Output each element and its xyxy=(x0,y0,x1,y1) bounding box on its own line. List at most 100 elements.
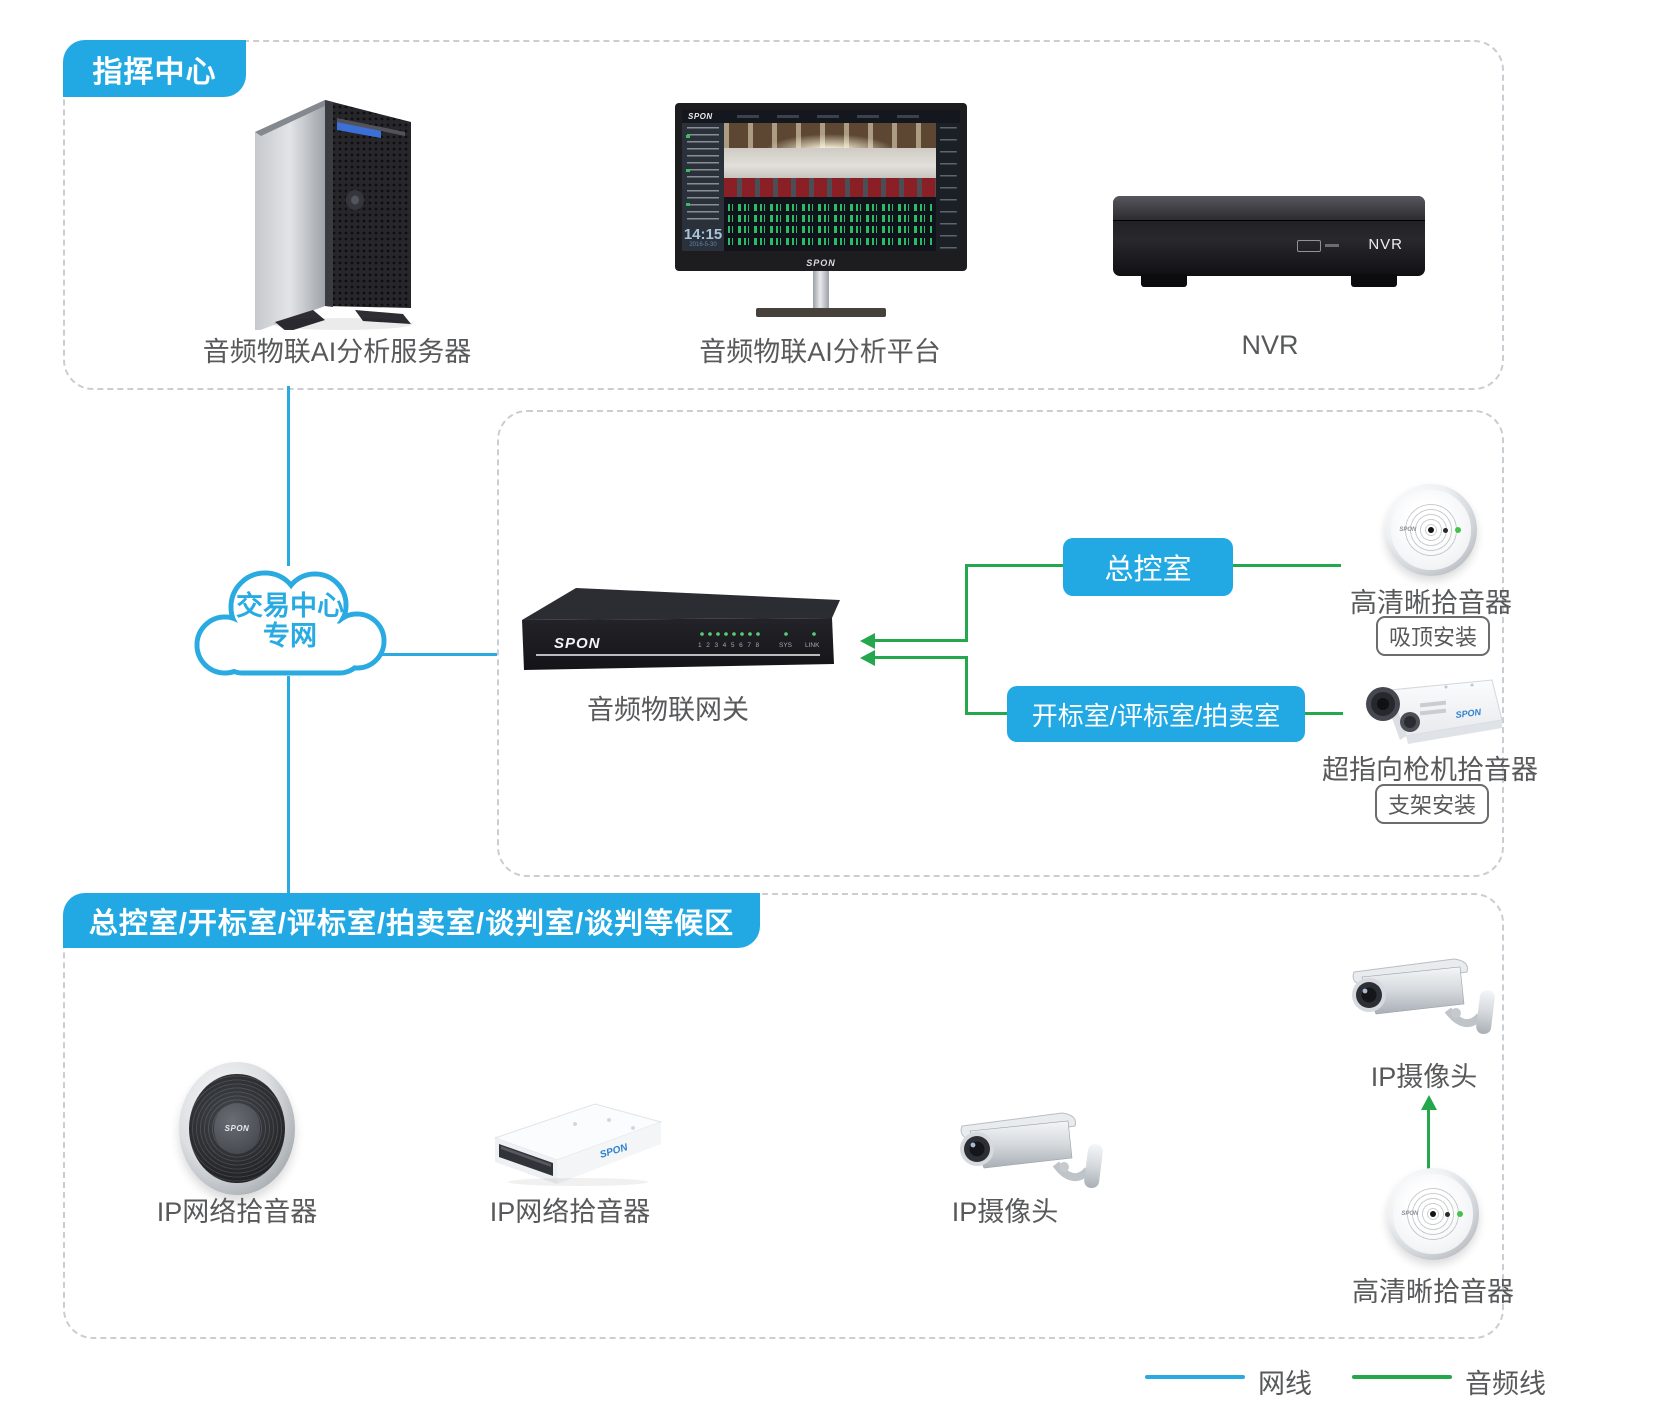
waveform-row xyxy=(728,226,932,234)
ceiling-mic-brand: SPON xyxy=(1399,526,1417,533)
nvr-foot xyxy=(1141,274,1187,287)
audio-line-1c xyxy=(968,564,1063,567)
audio-arrow-to-gateway-1 xyxy=(860,633,875,649)
gateway-sys-label: SYS xyxy=(779,642,793,649)
audio-line-1a xyxy=(874,639,967,642)
gun-mic-brand: SPON xyxy=(1455,707,1482,720)
gateway-label: 音频物联网关 xyxy=(587,695,749,725)
audio-gateway-image: SPON 1 2 3 4 5 6 7 8 SYS LINK xyxy=(522,588,840,670)
nvr-device-image: NVR xyxy=(1113,196,1425,287)
legend-network-line xyxy=(1145,1375,1245,1379)
mic-hole xyxy=(1442,527,1448,533)
ceiling-mic-face: SPON xyxy=(1393,1174,1473,1254)
gateway-brand: SPON xyxy=(554,635,601,652)
monitor-video-feed xyxy=(724,123,936,198)
room-box-bid-rooms: 开标室/评标室/拍卖室 xyxy=(1007,686,1305,742)
nvr-usb-label xyxy=(1325,244,1339,247)
audio-waveform-panel xyxy=(724,197,936,251)
monitor-bezel-logo: SPON xyxy=(806,258,836,268)
waveform-row xyxy=(728,214,932,222)
network-line-bottom xyxy=(287,676,290,893)
cloud-text-line1: 交易中心 xyxy=(236,591,344,621)
room-box-master-control: 总控室 xyxy=(1063,538,1233,596)
video-turnstiles xyxy=(724,177,936,198)
gateway-led-numbers: 1 2 3 4 5 6 7 8 xyxy=(698,642,761,649)
audio-line-1b xyxy=(965,564,968,642)
audio-arrow-up xyxy=(1421,1095,1437,1110)
mic-status-led xyxy=(1454,526,1461,533)
round-mic-brand: SPON xyxy=(224,1123,250,1133)
monitor-right-panel xyxy=(936,123,960,251)
gun-mic-image: SPON xyxy=(1366,679,1503,744)
monitor-device-tree: 14:15 2016-5-30 xyxy=(682,123,724,251)
gun-mic-label: 超指向枪机拾音器 xyxy=(1322,755,1538,785)
monitor-clock: 14:15 xyxy=(683,226,723,243)
monitor-menu-items xyxy=(736,115,930,118)
gateway-section xyxy=(497,410,1504,877)
nvr-foot xyxy=(1351,274,1397,287)
audio-line-1d xyxy=(1233,564,1341,567)
audio-line-vertical xyxy=(1427,1108,1430,1170)
waveform-row xyxy=(728,203,932,211)
video-ceiling xyxy=(724,123,936,149)
nvr-usb-port xyxy=(1297,240,1321,252)
audio-arrow-to-gateway-2 xyxy=(860,650,875,666)
network-line-top xyxy=(287,386,290,566)
private-network-cloud: 交易中心 专网 xyxy=(185,553,395,688)
monitor-screen: SPON 14:15 2016-5-30 xyxy=(682,110,960,251)
platform-label: 音频物联AI分析平台 xyxy=(699,337,941,367)
ip-camera-right-label: IP摄像头 xyxy=(1370,1062,1478,1092)
mic-hole xyxy=(1444,1211,1450,1217)
command-center-title: 指挥中心 xyxy=(63,40,246,97)
nvr-top-face xyxy=(1113,196,1425,221)
command-center-section xyxy=(63,40,1504,390)
device-tree-rows xyxy=(687,127,719,225)
ceiling-mic-face: SPON xyxy=(1391,490,1471,570)
rooms-section xyxy=(63,893,1504,1339)
legend-audio-line xyxy=(1352,1375,1452,1379)
hd-ceiling-mic-bottom-label: 高清晰拾音器 xyxy=(1352,1277,1514,1307)
mic-hole xyxy=(1427,526,1434,533)
ip-box-mic-image: SPON xyxy=(493,1103,663,1186)
mic-hole xyxy=(1429,1210,1436,1217)
ip-box-mic-label: IP网络拾音器 xyxy=(489,1197,651,1227)
waveform-row xyxy=(728,237,932,245)
monitor-stand xyxy=(813,271,829,309)
audio-line-2d xyxy=(1305,712,1343,715)
ip-camera-mid-label: IP摄像头 xyxy=(951,1197,1059,1227)
round-mic-center-disc: SPON xyxy=(213,1103,261,1154)
monitor-bezel: SPON 14:15 2016-5-30 xyxy=(675,103,967,271)
monitor-base xyxy=(756,308,886,317)
network-line-right xyxy=(380,653,497,656)
ai-analysis-server-image xyxy=(255,100,413,330)
nvr-panel-text: NVR xyxy=(1368,236,1403,253)
mic-status-led xyxy=(1456,1210,1463,1217)
ip-camera-mid-image xyxy=(960,1112,1103,1189)
monitor-topbar: SPON xyxy=(682,110,960,123)
bracket-mount-tag: 支架安装 xyxy=(1375,784,1489,824)
video-hall xyxy=(724,148,936,178)
ceiling-mount-tag: 吸顶安装 xyxy=(1376,616,1490,656)
ip-camera-right-image xyxy=(1352,958,1495,1035)
audio-line-2c xyxy=(968,712,1007,715)
audio-line-2a xyxy=(874,656,967,659)
server-label: 音频物联AI分析服务器 xyxy=(202,337,472,367)
ai-platform-monitor-image: SPON 14:15 2016-5-30 xyxy=(675,103,967,317)
legend-audio-label: 音频线 xyxy=(1465,1369,1546,1399)
ip-round-mic-image: SPON xyxy=(179,1062,295,1195)
nvr-label: NVR xyxy=(1241,330,1299,360)
ceiling-mic-brand: SPON xyxy=(1401,1210,1419,1217)
legend-network-label: 网线 xyxy=(1258,1369,1312,1399)
ip-round-mic-label: IP网络拾音器 xyxy=(156,1197,318,1227)
spon-logo: SPON xyxy=(688,112,713,121)
hd-ceiling-mic-bottom-image: SPON xyxy=(1387,1168,1479,1260)
cloud-text-line2: 专网 xyxy=(263,621,317,651)
audio-line-2b xyxy=(965,656,968,715)
device-tree-status-dots xyxy=(686,135,690,215)
hd-ceiling-mic-top-label: 高清晰拾音器 xyxy=(1350,588,1512,618)
monitor-date: 2016-5-30 xyxy=(689,242,717,248)
rooms-section-title: 总控室/开标室/评标室/拍卖室/谈判室/谈判等候区 xyxy=(63,893,760,948)
nvr-body xyxy=(1113,196,1425,276)
gateway-link-label: LINK xyxy=(805,642,820,649)
